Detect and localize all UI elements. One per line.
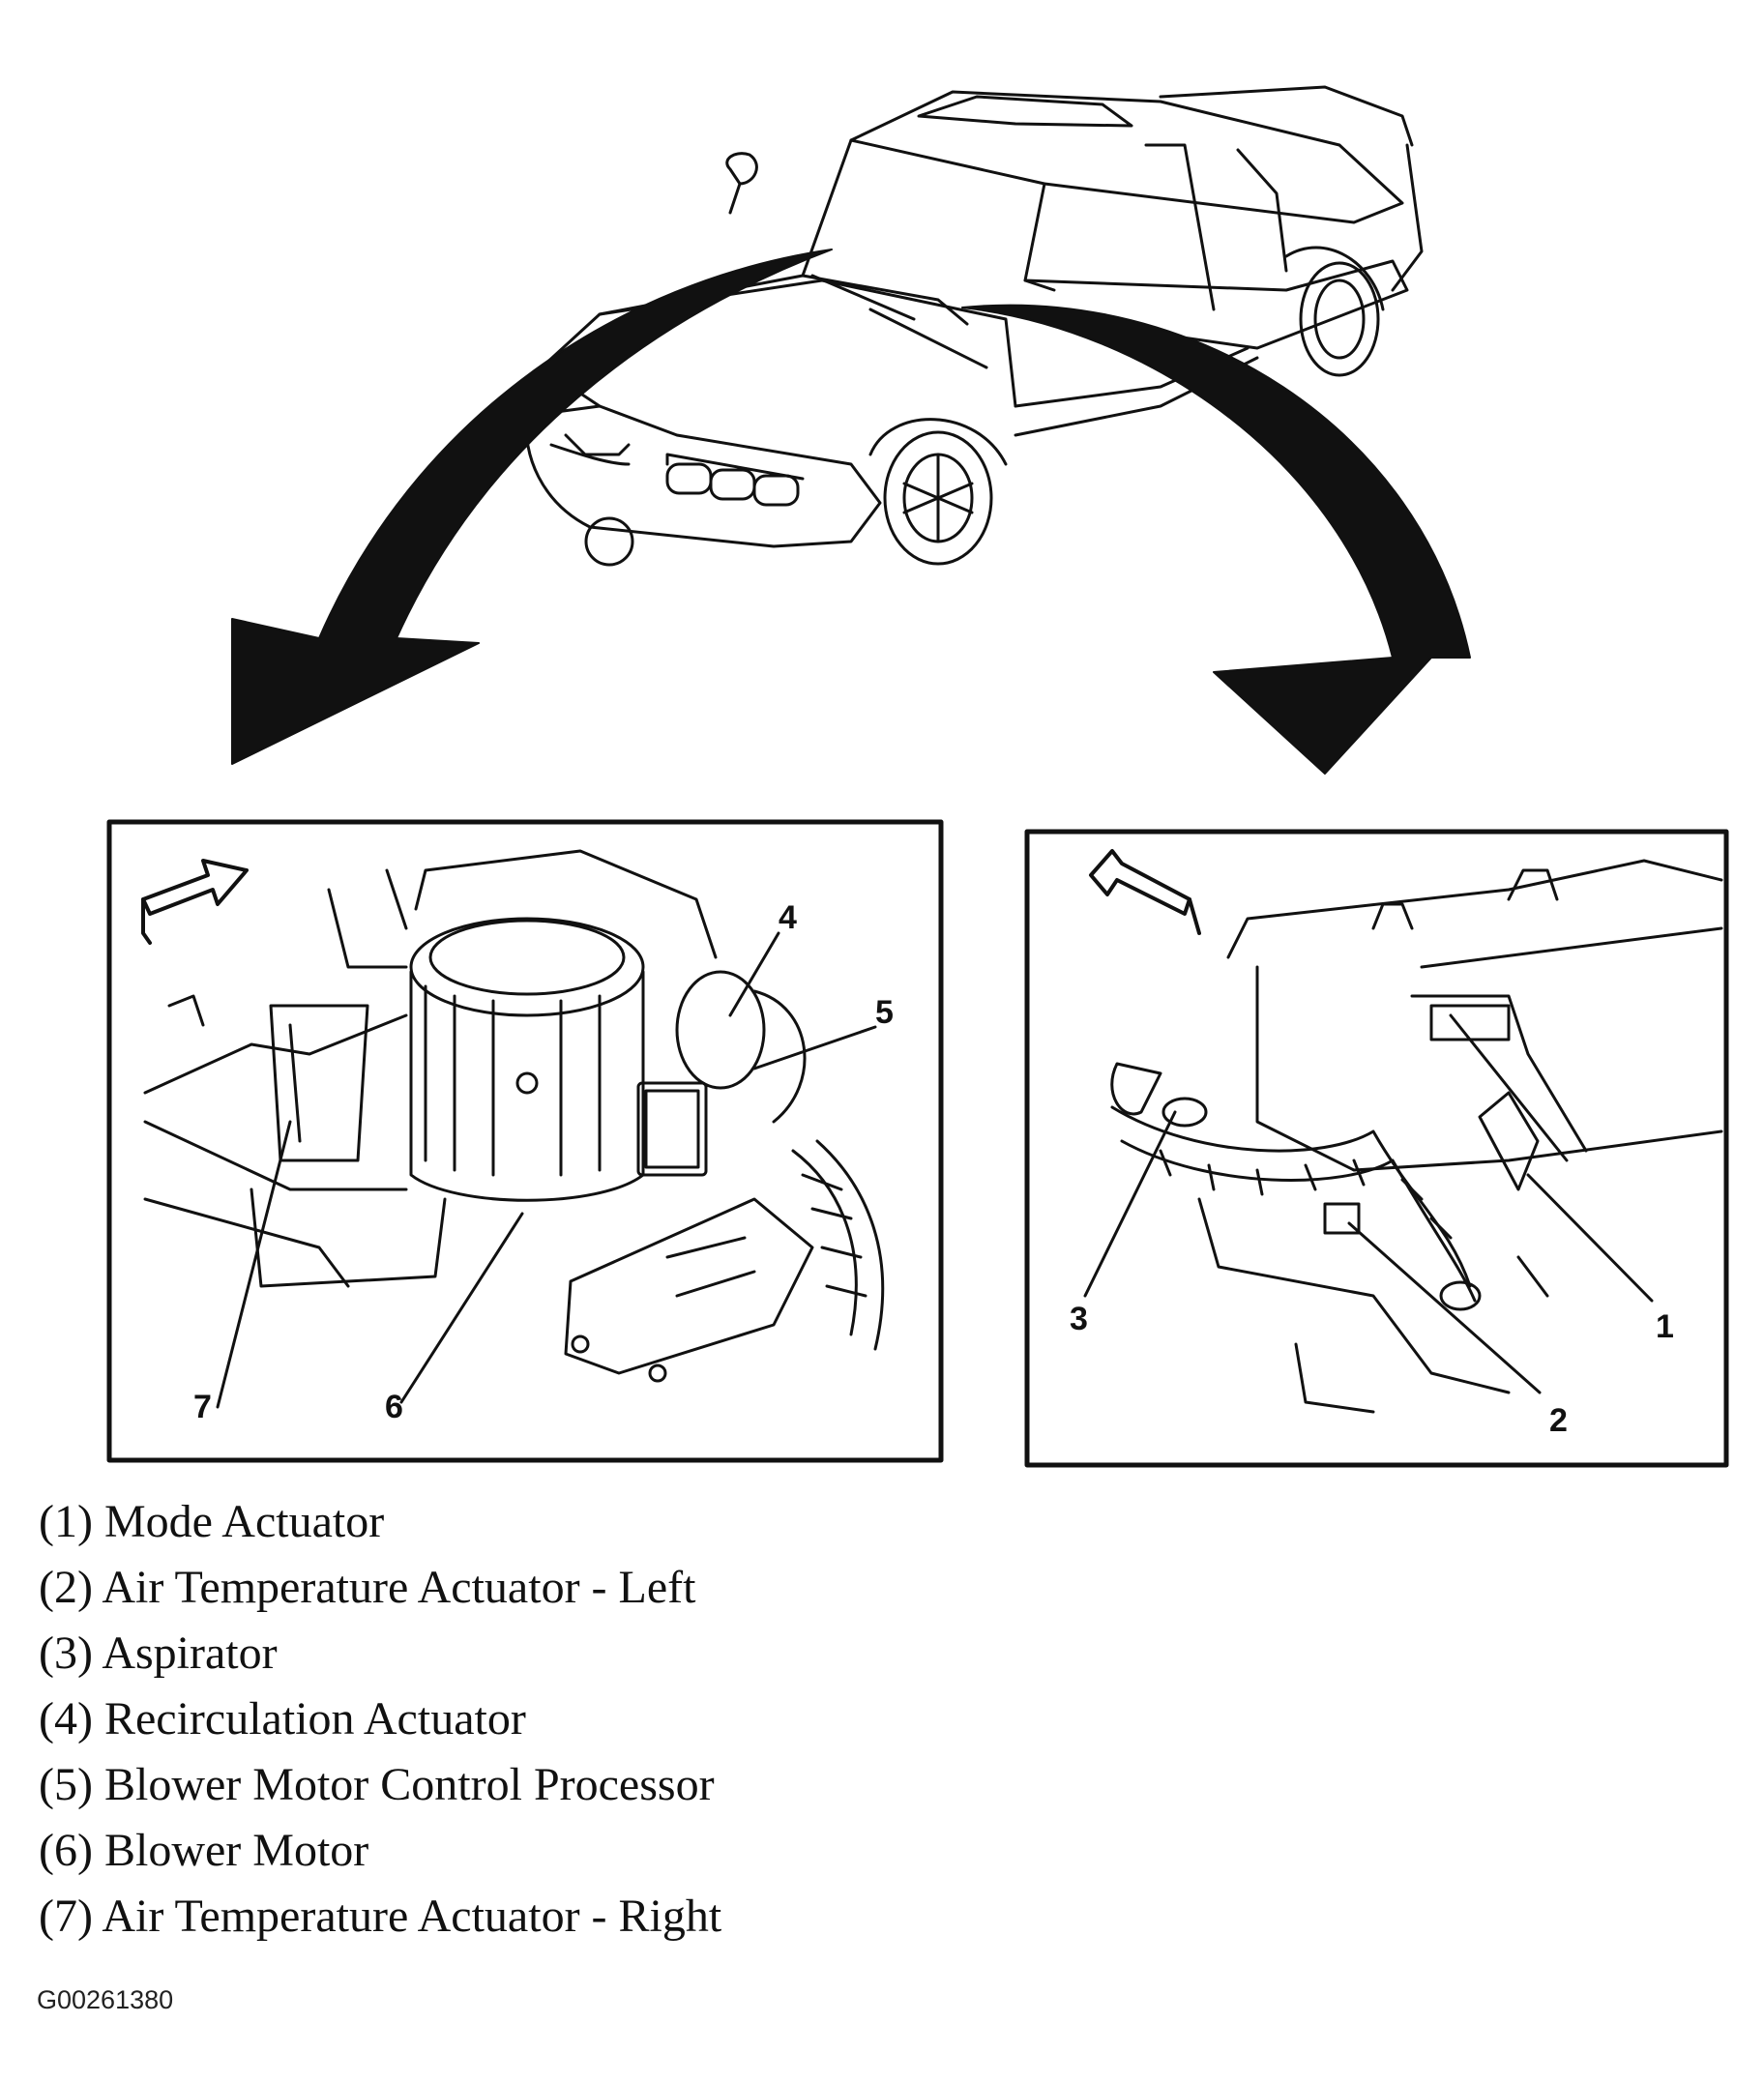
vehicle-illustration (524, 85, 1424, 567)
callout-5: 5 (875, 994, 894, 1031)
legend-item-1: (1) Mode Actuator (39, 1496, 385, 1547)
figure-id: G00261380 (37, 1985, 174, 2014)
component-legend: (1) Mode Actuator (2) Air Temperature Ac… (39, 1489, 1006, 1950)
forward-direction-arrow-icon (1089, 849, 1191, 916)
right-detail-panel: 3 2 1 (1024, 829, 1729, 1468)
forward-direction-arrow-icon (141, 859, 249, 916)
left-detail-panel: 4 5 7 6 (106, 819, 944, 1463)
callout-2: 2 (1549, 1402, 1568, 1439)
callout-3: 3 (1070, 1301, 1088, 1337)
legend-item-6: (6) Blower Motor (39, 1825, 369, 1876)
left-view-arrow-icon (231, 249, 833, 765)
right-view-arrow-icon (961, 304, 1471, 775)
legend-item-7: (7) Air Temperature Actuator - Right (39, 1891, 722, 1942)
callout-7: 7 (193, 1389, 212, 1425)
callout-6: 6 (385, 1389, 403, 1425)
legend-item-2: (2) Air Temperature Actuator - Left (39, 1562, 696, 1613)
callout-4: 4 (779, 899, 797, 936)
callout-1: 1 (1656, 1308, 1674, 1345)
legend-item-3: (3) Aspirator (39, 1627, 278, 1679)
legend-item-5: (5) Blower Motor Control Processor (39, 1759, 715, 1810)
legend-item-4: (4) Recirculation Actuator (39, 1693, 526, 1745)
